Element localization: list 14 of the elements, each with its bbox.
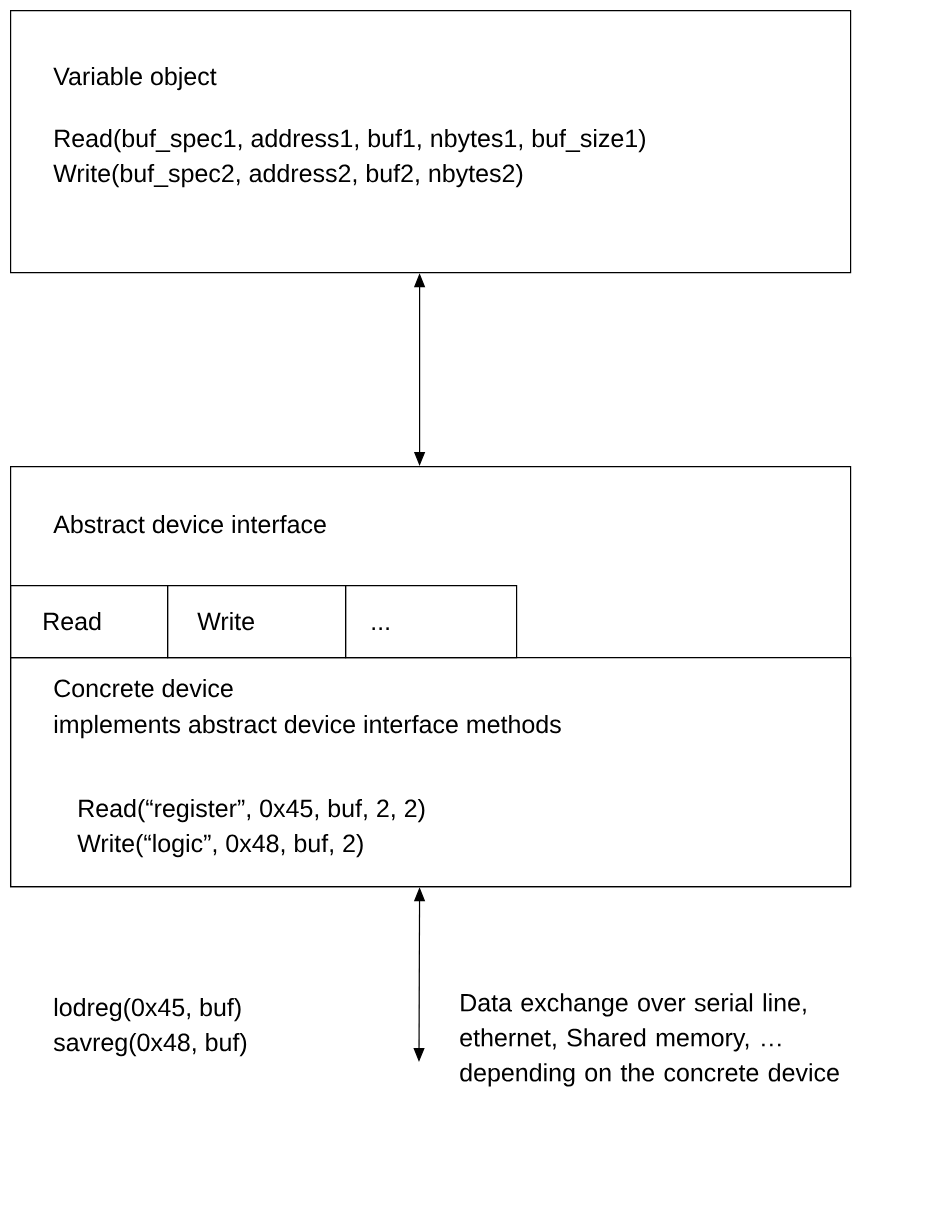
- text-line: Read(buf_spec1, address1, buf1, nbytes1, buf_size1): [55, 128, 645, 153]
- box-heading: Concrete device: [54, 678, 233, 698]
- box-heading: Abstract device interface: [53, 514, 326, 534]
- signal-name: savreg(0x48, buf): [53, 1032, 247, 1057]
- cell-label: Write: [197, 611, 254, 631]
- text-line: Read(“register”, 0x45, buf, 2, 2): [79, 798, 425, 823]
- text-line: Write(“logic”, 0x48, buf, 2): [77, 833, 363, 858]
- note: Data exchange over serial line, ethernet, Shared memory, … depending on the concrete device: [460, 993, 839, 1087]
- box-heading: Variable object: [53, 66, 217, 91]
- cell-label: ...: [372, 627, 389, 630]
- signal-name: lodreg(0x45, buf): [54, 997, 241, 1022]
- text-line: implements abstract device interface methods: [54, 714, 561, 739]
- cell-label: Read: [44, 611, 101, 631]
- text-line: Write(buf_spec2, address2, buf2, nbytes2): [53, 163, 523, 188]
